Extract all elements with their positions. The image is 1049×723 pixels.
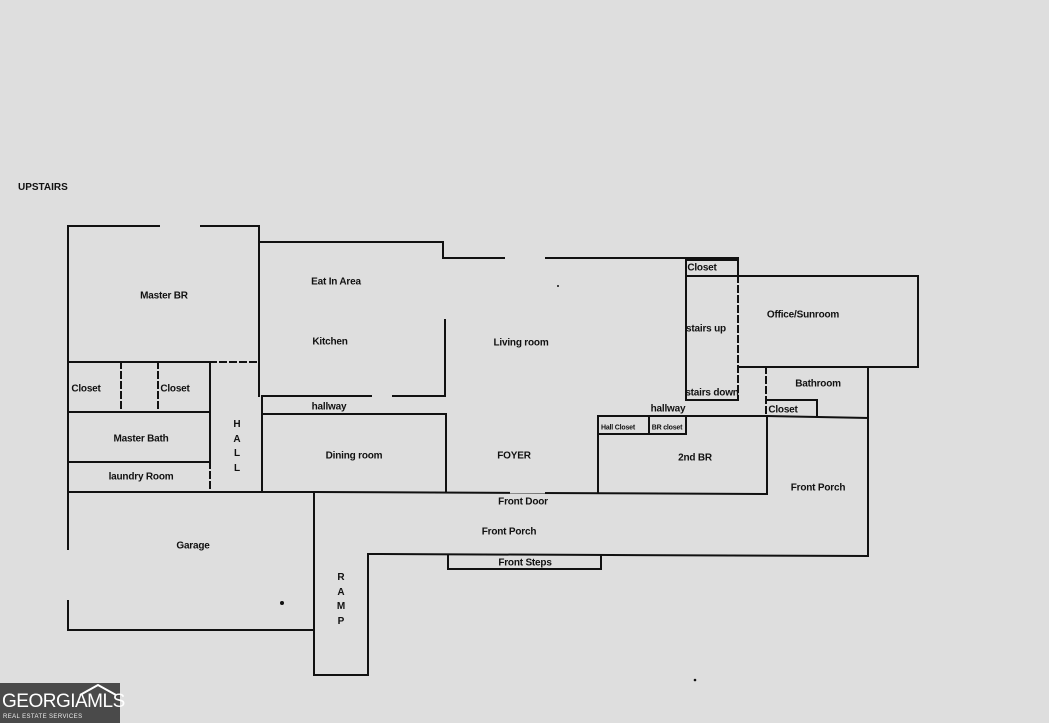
room-garage: Garage (176, 540, 210, 552)
label-stairs-down: stairs down (685, 387, 739, 399)
logo-tagline: REAL ESTATE SERVICES (3, 714, 83, 720)
label-hallway-left: hallway (311, 401, 347, 413)
label-hallway-right: hallway (650, 403, 686, 415)
room-front-porch-right: Front Porch (790, 482, 846, 494)
room-eat-in: Eat In Area (311, 276, 361, 288)
room-closet-top: Closet (687, 262, 717, 274)
label-front-steps: Front Steps (498, 557, 552, 569)
room-living: Living room (493, 337, 549, 349)
room-second-br: 2nd BR (678, 452, 712, 464)
room-foyer: FOYER (497, 450, 531, 462)
floor-heading: UPSTAIRS (18, 182, 68, 193)
label-front-door: Front Door (498, 496, 548, 508)
room-master-bath: Master Bath (113, 433, 169, 445)
room-closet-left: Closet (71, 383, 101, 395)
logo-wordmark: GEORGIAMLS (2, 691, 125, 712)
room-front-porch: Front Porch (481, 526, 537, 538)
room-closet-mid: Closet (160, 383, 190, 395)
house-roof-icon (79, 684, 117, 696)
room-hall-closet: Hall Closet (601, 424, 635, 432)
room-office: Office/Sunroom (766, 309, 840, 321)
room-br-closet: BR closet (651, 424, 683, 432)
wall-kitchen (258, 241, 739, 259)
label-stairs-up: stairs up (686, 323, 726, 335)
room-kitchen: Kitchen (312, 336, 348, 348)
label-hall: HALL (233, 419, 241, 474)
room-dining: Dining room (325, 450, 383, 462)
room-closet-right: Closet (768, 404, 798, 416)
label-ramp: RAMP (336, 572, 346, 627)
room-bathroom: Bathroom (795, 378, 841, 390)
georgia-mls-logo: GEORGIAMLS REAL ESTATE SERVICES (0, 683, 125, 723)
room-master-br: Master BR (140, 290, 188, 302)
room-laundry: laundry Room (108, 471, 174, 483)
